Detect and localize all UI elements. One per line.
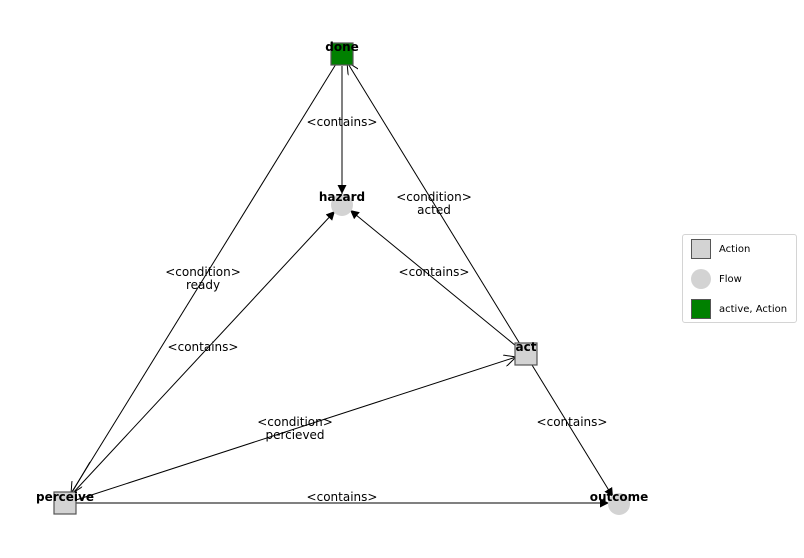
green-square-icon xyxy=(691,299,711,319)
legend-label: Flow xyxy=(719,273,742,285)
gray-circle-icon xyxy=(691,269,711,289)
edge-perceive-done xyxy=(69,63,337,496)
legend-label: Action xyxy=(719,243,751,255)
gray-square-icon xyxy=(691,239,711,259)
node-label-perceive: perceive xyxy=(36,490,94,504)
edge-perceive-hazard xyxy=(71,210,336,495)
node-hazard[interactable] xyxy=(331,194,353,216)
edges xyxy=(69,62,614,508)
edge-act-outcome xyxy=(531,364,614,498)
nodes xyxy=(53,42,630,515)
node-label-hazard: hazard xyxy=(319,190,365,204)
edge-label-act-done-condition: acted xyxy=(417,203,451,217)
legend-item-active-action: active, Action xyxy=(691,297,787,321)
edge-label-act-done: <condition> xyxy=(396,190,472,204)
legend-item-flow: Flow xyxy=(691,267,742,291)
node-labels: done hazard act perceive outcome xyxy=(36,40,648,504)
node-outcome[interactable] xyxy=(608,493,630,515)
edge-act-done xyxy=(347,62,521,345)
legend-item-action: Action xyxy=(691,237,750,261)
edge-label-perceive-done-condition: ready xyxy=(186,278,220,292)
edge-label-perceive-outcome: <contains> xyxy=(307,490,378,504)
edge-label-perceive-done: <condition> xyxy=(165,265,241,279)
edge-label-perceive-act-condition: percieved xyxy=(265,428,324,442)
edge-labels: <contains> <condition> acted <condition>… xyxy=(165,115,607,504)
edge-label-perceive-act: <condition> xyxy=(257,415,333,429)
node-perceive[interactable] xyxy=(53,491,77,515)
edge-label-act-outcome: <contains> xyxy=(537,415,608,429)
node-done[interactable] xyxy=(330,42,354,66)
legend: Action Flow active, Action xyxy=(682,234,797,323)
node-label-act: act xyxy=(516,340,537,354)
edge-label-done-hazard: <contains> xyxy=(307,115,378,129)
edge-label-perceive-hazard: <contains> xyxy=(168,340,239,354)
node-label-done: done xyxy=(325,40,359,54)
legend-label: active, Action xyxy=(719,303,788,315)
edge-done-perceive-head xyxy=(71,461,91,494)
edge-perceive-act xyxy=(75,357,516,501)
node-act[interactable] xyxy=(514,342,538,366)
node-label-outcome: outcome xyxy=(590,490,649,504)
edge-act-hazard xyxy=(349,209,517,347)
edge-label-act-hazard: <contains> xyxy=(399,265,470,279)
